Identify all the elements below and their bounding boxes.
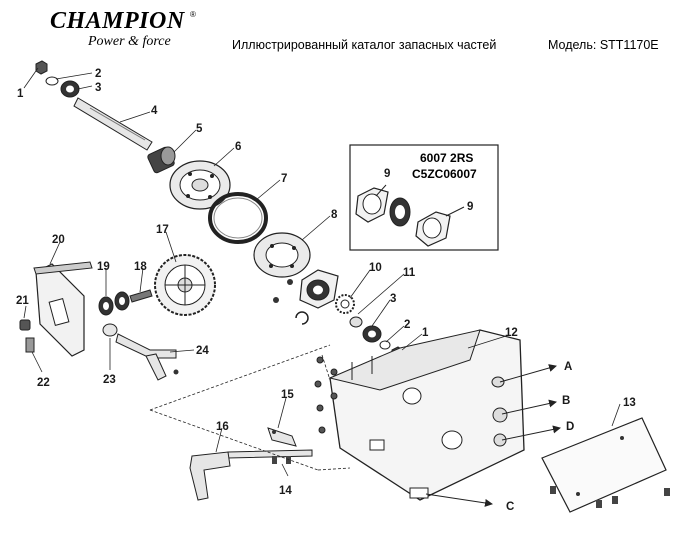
inset-bearing-code: 6007 2RS: [420, 151, 473, 165]
callout-15: 15: [281, 389, 294, 401]
brand-name: CHAMPION: [50, 8, 185, 34]
callout-14: 14: [279, 485, 292, 497]
leader-lines: [23, 67, 621, 477]
catalog-title: Иллюстрированный каталог запасных частей: [232, 38, 497, 52]
callout-7: 7: [281, 173, 287, 185]
inset-bearing-part: C5ZC06007: [412, 167, 477, 181]
cover-plate: [541, 417, 670, 513]
callout-19: 19: [97, 261, 110, 273]
bearing-inset: 6007 2RS C5ZC06007: [349, 144, 499, 251]
callout-2: 2: [95, 68, 101, 80]
callout-10: 10: [369, 262, 382, 274]
brand-tagline: Power & force: [88, 34, 171, 49]
callout-18: 18: [134, 261, 147, 273]
ref-label-c: C: [506, 501, 514, 513]
callout-16: 16: [216, 421, 229, 433]
callout-21: 21: [16, 295, 29, 307]
callout-1: 1: [17, 88, 24, 100]
reference-arrows: [425, 364, 561, 507]
callout-20: 20: [52, 234, 65, 246]
callout-3-right: 3: [390, 293, 396, 305]
callout-12: 12: [505, 327, 518, 339]
callout-6: 6: [235, 141, 241, 153]
ref-label-b: B: [562, 395, 570, 407]
callout-4: 4: [151, 105, 158, 117]
callout-24: 24: [196, 345, 209, 357]
callout-22: 22: [37, 377, 50, 389]
callout-11: 11: [403, 267, 416, 279]
callout-9-inset-right: 9: [467, 201, 473, 213]
callout-numbers: 1 2 3 4 5 6 7 8 9 9 10 11 3 2 1 12 13 14…: [16, 68, 636, 513]
callout-23: 23: [103, 374, 116, 386]
model-label: Модель: STT1170E: [548, 38, 659, 52]
registered-mark: ®: [190, 10, 196, 19]
mount-bolts: [314, 356, 338, 434]
drive-gear-assembly: [19, 254, 216, 381]
callout-2-right: 2: [404, 319, 410, 331]
ref-label-a: A: [564, 361, 572, 373]
callout-17: 17: [156, 224, 169, 236]
champion-logo: CHAMPION ® Power & force: [40, 8, 210, 52]
alignment-lines: [149, 344, 351, 471]
shift-lever-assembly: [189, 427, 313, 501]
callout-9-inset-left: 9: [384, 168, 390, 180]
ref-label-d: D: [566, 421, 574, 433]
gearbox-housing: [328, 329, 525, 501]
callout-1-right: 1: [422, 327, 429, 339]
callout-8: 8: [331, 209, 338, 221]
callout-13: 13: [623, 397, 636, 409]
callout-5: 5: [196, 123, 203, 135]
shaft-assembly: [35, 60, 404, 360]
callout-3: 3: [95, 82, 101, 94]
